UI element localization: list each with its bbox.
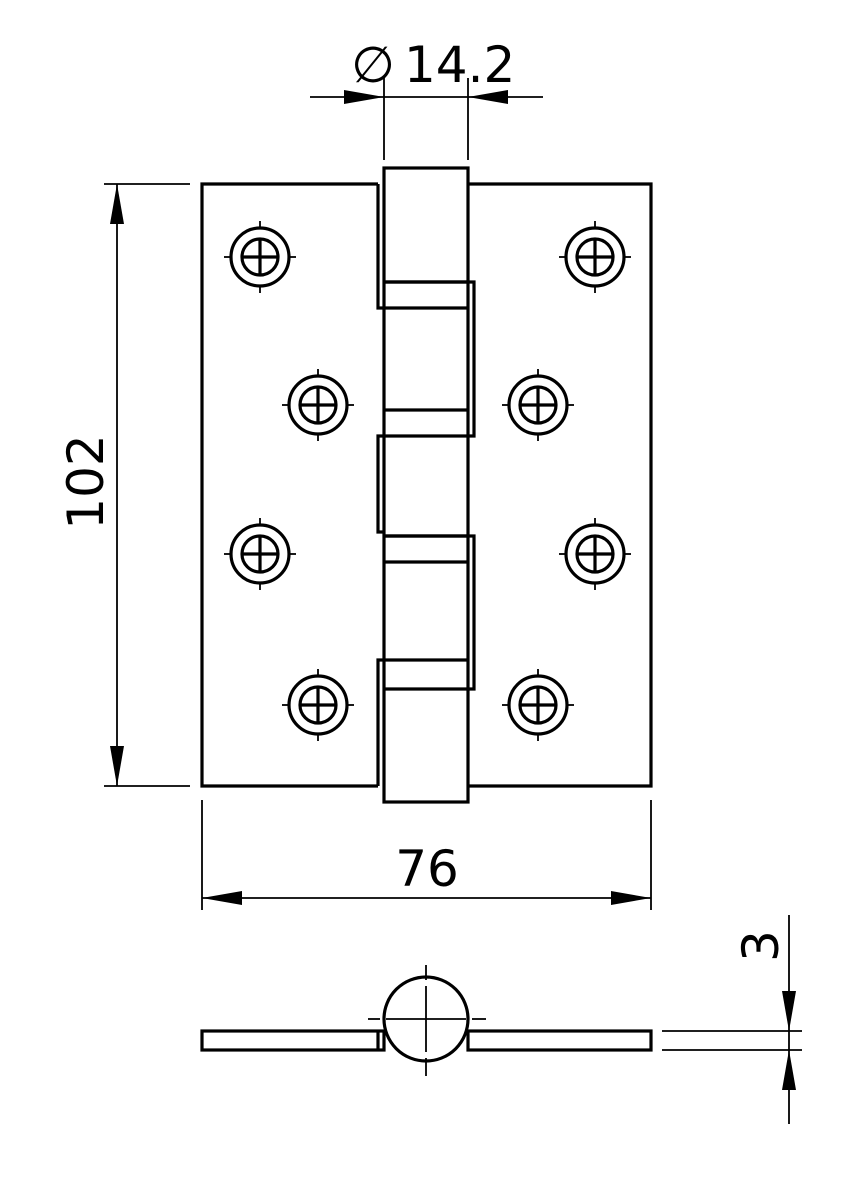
width-dimension: 76 [201, 800, 652, 910]
height-dimension: 102 [57, 183, 190, 787]
screw-hole-right-leaf [559, 221, 631, 293]
hinge-end-view [200, 965, 653, 1076]
knuckle-outline [382, 166, 470, 804]
arrow-head [468, 90, 508, 104]
screw-hole-left-leaf [282, 369, 354, 441]
knuckle-segment-right-1 [384, 280, 476, 438]
thickness-label: 3 [732, 930, 790, 962]
arrow-head [782, 991, 796, 1031]
thickness-dimension: 3 [662, 915, 802, 1124]
arrow-head [202, 891, 242, 905]
screw-hole-left-leaf [224, 221, 296, 293]
right-leaf [468, 182, 653, 788]
knuckle-segment-right-2 [384, 534, 476, 691]
knuckle-step-left-1 [376, 184, 384, 310]
arrow-head [110, 746, 124, 786]
screw-holes [224, 221, 631, 741]
screw-hole-left-leaf [224, 518, 296, 590]
hinge-front-view [200, 166, 653, 804]
screw-hole-left-leaf [282, 669, 354, 741]
height-label: 102 [57, 434, 115, 529]
pin-diameter-dimension: ∅ 14.2 [310, 36, 543, 160]
screw-hole-right-leaf [559, 518, 631, 590]
arrow-head [110, 184, 124, 224]
left-leaf [200, 182, 378, 788]
diameter-symbol: ∅ [351, 36, 395, 94]
screw-hole-right-leaf [502, 669, 574, 741]
arrow-head [344, 90, 384, 104]
pin-diameter-label: 14.2 [404, 36, 515, 94]
knuckle-step-left-2 [376, 434, 384, 534]
end-view-left-leaf [200, 1029, 386, 1052]
arrow-head [611, 891, 651, 905]
width-label: 76 [395, 840, 459, 898]
end-view-right-leaf [466, 1029, 653, 1052]
arrow-head [782, 1050, 796, 1090]
screw-hole-right-leaf [502, 369, 574, 441]
knuckle-step-left-3 [376, 658, 384, 786]
